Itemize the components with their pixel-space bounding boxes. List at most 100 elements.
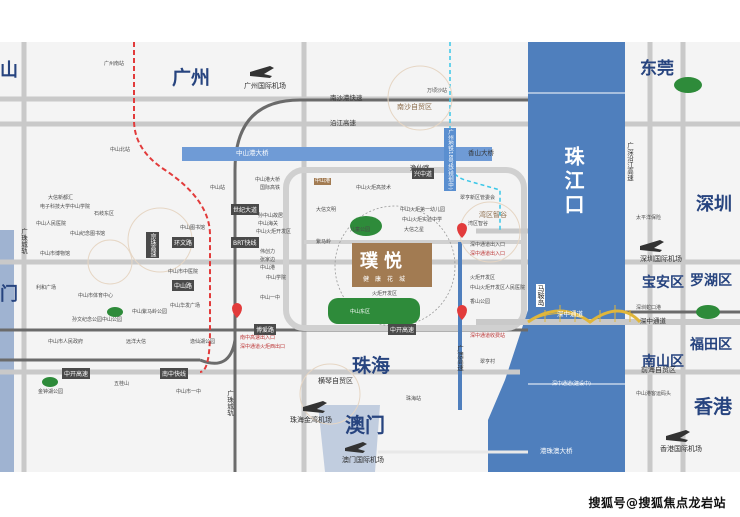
zone-maanisland: 马鞍岛 xyxy=(536,284,545,307)
airport-shenzhen: 深圳国际机场 xyxy=(640,255,682,263)
tag-jingzhu: 京珠高速 xyxy=(146,232,159,258)
city-macau: 澳门 xyxy=(345,413,385,437)
airplane-icons xyxy=(250,66,690,453)
tag-zhongshan-road: 中山路 xyxy=(172,280,195,291)
label-jingzhu-exit: 深中通道火炬西出口 xyxy=(240,344,286,350)
tag-xingzhong: 兴中道 xyxy=(412,168,435,179)
poi-left-2: 石岐东区 xyxy=(94,211,115,217)
road-zhongshan-bridge: 中山港大桥 xyxy=(236,149,269,157)
city-shenzhen: 深圳 xyxy=(696,194,732,215)
label-nanzhong-exit: 南中高速出入口 xyxy=(240,335,276,341)
poi-left-3: 中山人民医院 xyxy=(36,221,67,227)
poi-left-6: 利和广场 xyxy=(36,285,57,291)
poi-center-9: 中山一中 xyxy=(260,295,281,301)
poi-center-7: 中山港 xyxy=(260,265,276,271)
airport-macau: 澳门国际机场 xyxy=(342,456,384,464)
zone-wanqu: 湾区智谷 xyxy=(479,211,507,219)
left-park-2 xyxy=(42,377,58,387)
zone-qianhai-ftz: 前海自贸区 xyxy=(641,366,676,374)
poi-left-16: 五桂山 xyxy=(114,381,130,387)
label-shenzhen-port: 深中通道出入口 xyxy=(470,251,506,257)
tag-shiji-ave: 世纪大道 xyxy=(231,204,260,215)
poi-center-4: 中山火炬开发区 xyxy=(256,229,292,235)
airport-zhuhai: 珠海金湾机场 xyxy=(290,416,332,424)
poi-east-1: 深中通道出入口 xyxy=(470,242,506,248)
project-subtitle: 健康花城 xyxy=(363,276,412,283)
tag-wenchang: 环文路 xyxy=(172,237,195,248)
location-pins xyxy=(232,223,467,320)
poi-center-8: 中山学院 xyxy=(266,275,287,281)
road-shenzhong-channel-east: 深中通道 xyxy=(640,317,666,325)
hengqin-ring xyxy=(299,363,361,425)
nearby-park xyxy=(350,216,382,236)
tag-nanqi: 南中快线 xyxy=(160,368,189,379)
road-nansha-port: 南沙港快速 xyxy=(330,94,363,102)
poi-left-19: 逸仙湖公园 xyxy=(190,339,216,345)
poi-east-4: 中山火炬开发区人民医院 xyxy=(470,285,526,291)
city-jiangmen-left: 门 xyxy=(0,284,18,305)
zone-nansha-ftz: 南沙自贸区 xyxy=(397,103,432,111)
poi-east-5: 大信之星 xyxy=(404,227,425,233)
poi-left-14: 金钟湖公园 xyxy=(38,389,64,395)
poi-center-13: 中山东区 xyxy=(350,309,371,315)
airport-guangzhou: 广州国际机场 xyxy=(244,82,286,90)
label-taiping: 太平洋保险 xyxy=(636,215,662,221)
project-title: 璞悦 xyxy=(360,251,408,272)
road-guangshen: 广深沿江高速 xyxy=(625,142,634,181)
station-zhongshan: 中山站 xyxy=(210,185,226,191)
road-rail-south: 广珠城轨 xyxy=(225,390,234,416)
poi-left-17: 中山图书馆 xyxy=(180,225,206,231)
watermark-text: 搜狐号@搜狐焦点龙岩站 xyxy=(588,496,726,510)
city-hongkong: 香港 xyxy=(694,396,733,418)
tag-metro-18: 广州地铁18号线(规划中) xyxy=(444,128,456,191)
poi-left-15: 中山市一中 xyxy=(176,389,202,395)
label-channel-east: 深中通道(建设中) xyxy=(552,381,591,387)
road-shenzhong-channel: 深中通道 xyxy=(557,310,583,318)
label-hongkong-west: 深圳蛇口港 xyxy=(636,305,662,311)
river-name: 珠江口 xyxy=(561,146,585,218)
poi-left-18: 中山市中医院 xyxy=(168,269,199,275)
zhongshan-port-bridge-band xyxy=(182,147,492,161)
shenzhen-park xyxy=(696,305,720,319)
district-nanshan: 南山区 xyxy=(642,354,684,370)
poi-left-7: 中山市体育中心 xyxy=(78,293,114,299)
zone-zhongshanport: 中山港 xyxy=(314,178,332,185)
poi-center-5: 伟创力 xyxy=(260,249,276,255)
pearl-river-estuary xyxy=(488,42,625,472)
poi-center-6: 张家边 xyxy=(260,257,276,263)
poi-left-4: 中山纪念图书馆 xyxy=(70,231,106,237)
shiqi-ring xyxy=(87,239,133,285)
nansha-ftz-ring xyxy=(387,65,453,131)
tag-zhongkai: 中开高速 xyxy=(388,324,417,335)
poi-center-12: 紫马岭 xyxy=(316,239,332,245)
poi-left-12: 中山紫马岭公园 xyxy=(132,309,168,315)
label-zhongshan-wharf: 中山港客运码头 xyxy=(636,391,672,397)
road-rail-left: 广珠城轨 xyxy=(19,228,28,254)
label-port2: 深中通道收费站 xyxy=(470,333,506,339)
project-radius-ring xyxy=(334,205,456,327)
station-guangzhou-south: 广州南站 xyxy=(104,61,125,67)
east-park xyxy=(674,77,702,93)
poi-east-0: 湾区智谷 xyxy=(468,221,489,227)
left-park-1 xyxy=(107,307,123,317)
station-wanqingsha: 万顷沙站 xyxy=(427,88,448,94)
district-luohu: 罗湖区 xyxy=(690,273,732,289)
city-guangzhou: 广州 xyxy=(172,67,211,89)
tag-boai-road: 博爱路 xyxy=(254,324,277,335)
poi-left-1: 电子科技大学中山学院 xyxy=(40,204,91,210)
poi-left-11: 远洋大信 xyxy=(126,339,147,345)
poi-center-15: 翠亨村 xyxy=(480,359,496,365)
project-block[interactable]: 璞悦 健康花城 xyxy=(352,243,432,287)
tag-brt: BRT快线 xyxy=(231,237,259,248)
poi-left-5: 中山市博物馆 xyxy=(40,251,71,257)
poi-left-9: 孙文纪念公园 xyxy=(72,317,103,323)
city-dongguan: 东莞 xyxy=(640,59,674,79)
station-zhuhai: 珠海站 xyxy=(406,396,422,402)
zone-torch: 火炬开发区 xyxy=(372,291,398,297)
poi-center-3: 中山海关 xyxy=(258,221,279,227)
poi-east-7: 翠亨新区管委会 xyxy=(460,195,496,201)
district-futian: 福田区 xyxy=(690,337,732,353)
district-baoan: 宝安区 xyxy=(642,275,684,291)
poi-center-2: 孙中山故居 xyxy=(258,213,284,219)
bridge-cables xyxy=(527,305,631,323)
